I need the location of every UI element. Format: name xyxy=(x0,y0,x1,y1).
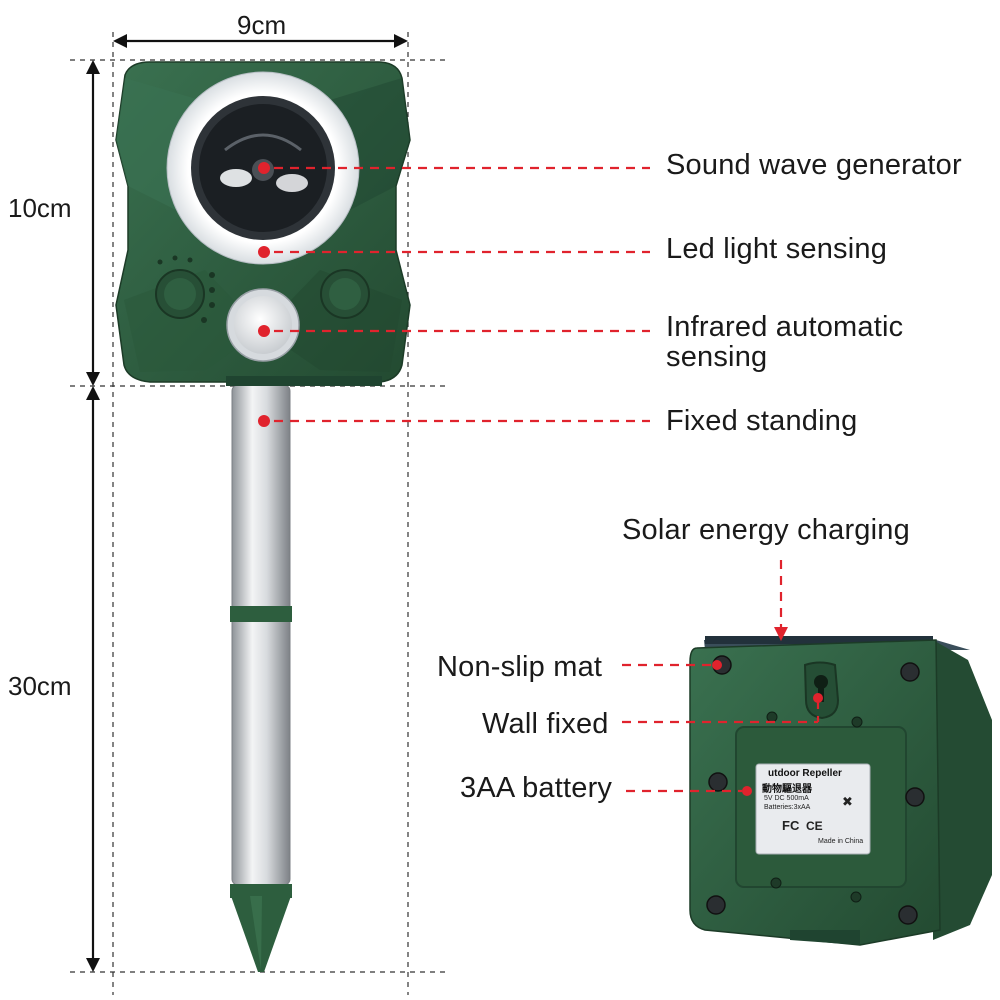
non-slip-foot xyxy=(706,895,726,915)
callout-dot-wall xyxy=(813,693,823,703)
callout-dot-infrared xyxy=(258,325,270,337)
stake xyxy=(230,384,292,972)
callout-dot-sound xyxy=(258,162,270,174)
non-slip-mat-label: Non-slip mat xyxy=(437,651,603,683)
wall-fixed-label: Wall fixed xyxy=(482,708,609,740)
sticker-fc-mark: FC xyxy=(782,818,800,833)
width-arrow xyxy=(113,34,408,48)
non-slip-foot xyxy=(898,905,918,925)
non-slip-foot xyxy=(905,787,925,807)
sticker-batteries: Batteries:3xAA xyxy=(764,804,811,811)
sticker-title: utdoor Repeller xyxy=(768,768,842,779)
sticker-chinese: 動物驅退器 xyxy=(762,784,812,795)
solar-energy-charging-label: Solar energy charging xyxy=(622,514,910,546)
callout-arrow-solar xyxy=(774,627,788,641)
callout-dot-led xyxy=(258,246,270,258)
device-head xyxy=(115,61,411,386)
head-height-label: 10cm xyxy=(8,193,72,223)
callout-dot-stand xyxy=(258,415,270,427)
non-slip-foot xyxy=(708,772,728,792)
rear-device xyxy=(689,636,992,946)
stake-height-arrow xyxy=(86,386,100,972)
sticker-ce-mark: CE xyxy=(806,819,823,833)
callout-dot-nonslip xyxy=(712,660,722,670)
stake-height-label: 30cm xyxy=(8,671,72,701)
product-sticker xyxy=(755,763,871,855)
battery-label: 3AA battery xyxy=(460,772,613,804)
infrared-sensing-label-line1: Infrared automatic xyxy=(666,311,904,343)
width-label: 9cm xyxy=(237,10,287,40)
fixed-standing-label: Fixed standing xyxy=(666,405,858,437)
head-height-arrow xyxy=(86,60,100,386)
sticker-spec: 5V DC 500mA xyxy=(764,795,809,802)
infrared-sensing-label-line2: sensing xyxy=(666,341,768,373)
recycle-bin-icon: ✖ xyxy=(842,794,853,809)
led-light-sensing-label: Led light sensing xyxy=(666,233,888,265)
dimension-guides xyxy=(70,32,445,995)
callout-dot-battery xyxy=(742,786,752,796)
sticker-made-in: Made in China xyxy=(818,838,864,845)
non-slip-foot xyxy=(900,662,920,682)
rear-callout-lines xyxy=(622,560,820,793)
sound-wave-generator-label: Sound wave generator xyxy=(666,149,962,181)
